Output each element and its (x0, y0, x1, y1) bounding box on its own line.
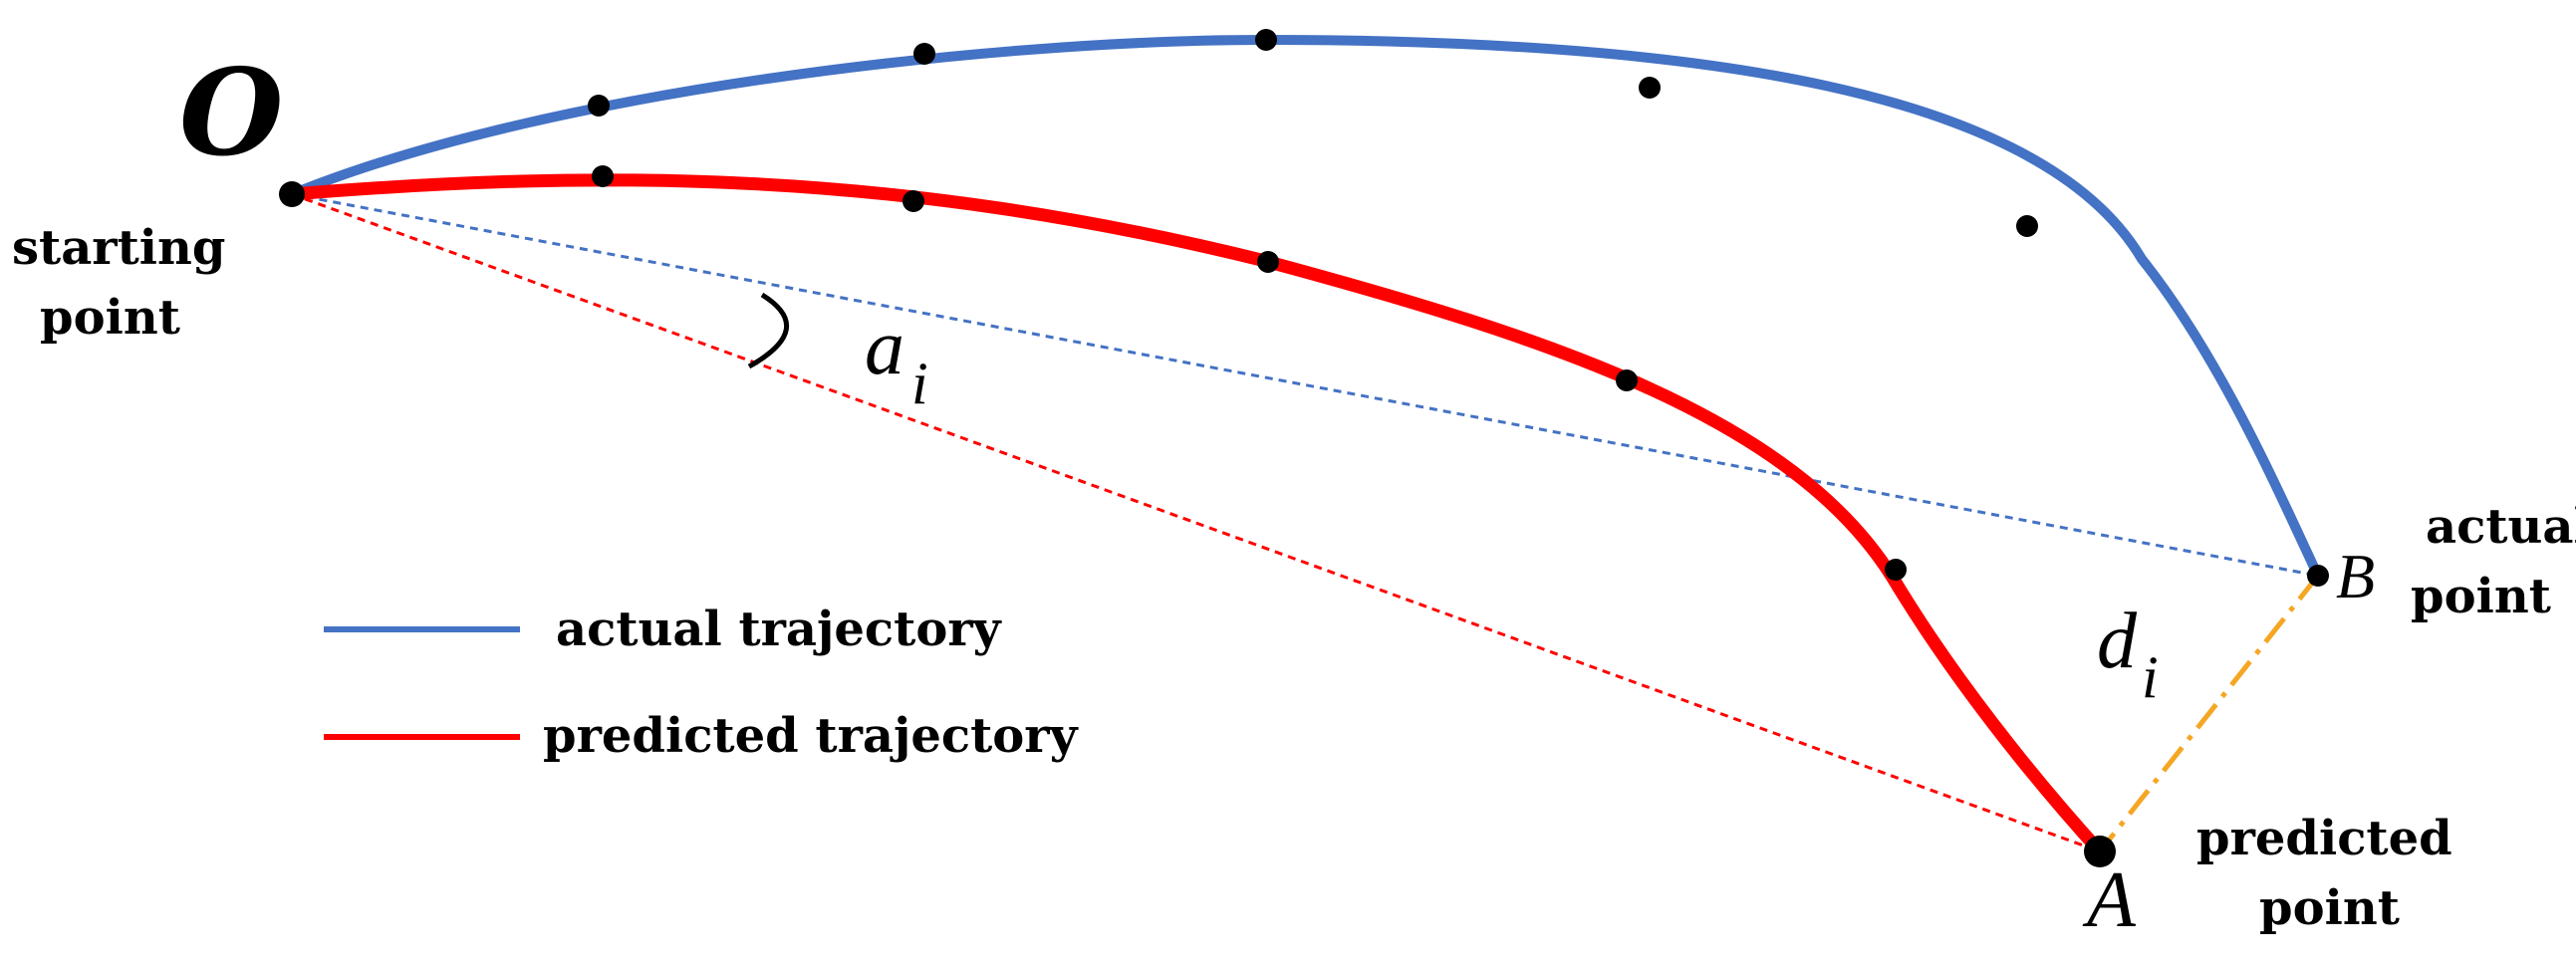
actual-point-b-marker (2307, 565, 2329, 587)
chord-to-actual-point (291, 192, 2319, 578)
predicted-trajectory-points (592, 165, 2116, 867)
actual-point-marker (1639, 77, 1661, 99)
actual-point-marker (913, 43, 935, 65)
actual-point-marker (588, 95, 610, 117)
origin-label: O (179, 43, 284, 183)
actual-trajectory-points (588, 29, 2329, 587)
angle-subscript: i (911, 351, 928, 416)
legend-predicted-label: predicted trajectory (543, 708, 1080, 764)
point-a-label: A (2082, 856, 2137, 944)
actual-point-label-line1: actual (2426, 499, 2576, 555)
predicted-point-marker (1616, 369, 1638, 391)
starting-point-label-line2: point (40, 290, 180, 346)
distance-subscript: i (2142, 644, 2159, 710)
origin-point-marker (279, 181, 305, 207)
predicted-point-a-marker (2084, 836, 2116, 867)
angle-arc (747, 292, 790, 369)
predicted-point-label-line1: predicted (2196, 811, 2452, 866)
legend: actual trajectory predicted trajectory (324, 602, 1080, 764)
distance-line (2098, 574, 2320, 853)
legend-actual-label: actual trajectory (556, 602, 1003, 657)
distance-symbol: d (2097, 598, 2138, 685)
predicted-point-marker (592, 165, 614, 187)
predicted-point-marker (1885, 559, 1907, 581)
actual-point-label-line2: point (2411, 569, 2551, 624)
actual-trajectory-curve (290, 34, 2323, 579)
predicted-point-marker (902, 190, 924, 212)
point-b-label: B (2336, 541, 2375, 611)
actual-point-marker (2016, 215, 2038, 237)
starting-point-label-line1: starting (12, 220, 225, 276)
predicted-point-marker (1257, 251, 1279, 273)
angle-symbol: a (865, 304, 904, 391)
predicted-point-label-line2: point (2259, 880, 2400, 936)
actual-point-marker (1255, 29, 1277, 51)
predicted-trajectory-curve (291, 173, 2105, 856)
